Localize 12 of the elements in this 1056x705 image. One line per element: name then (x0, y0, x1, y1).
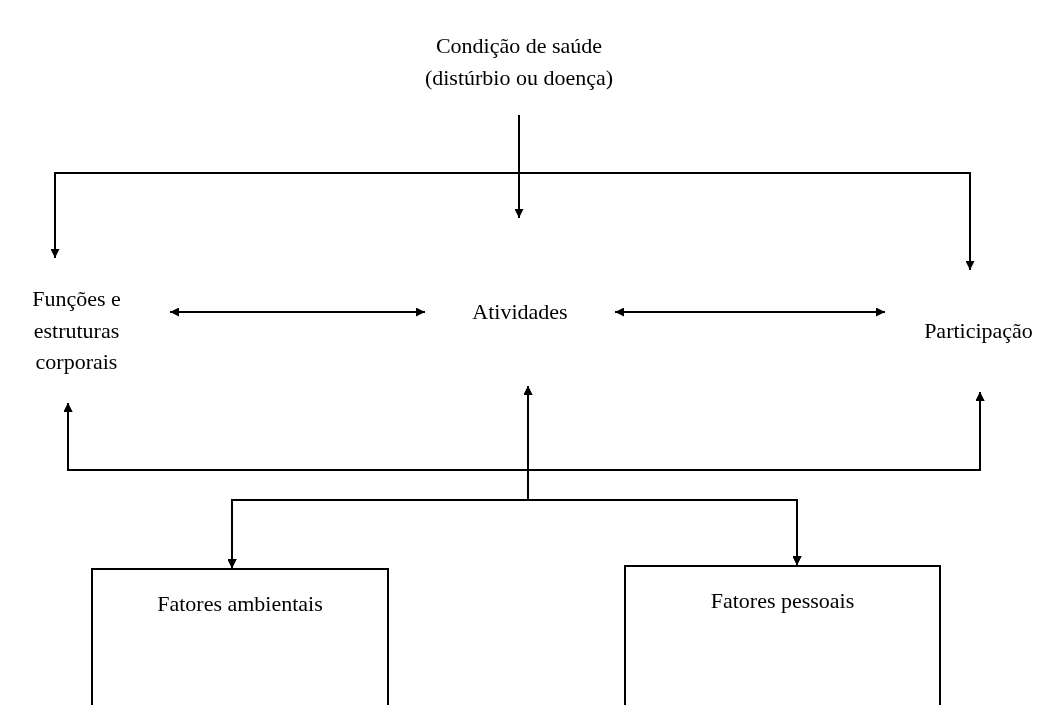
box-label: Fatores ambientais (157, 590, 323, 618)
factor-box (624, 565, 941, 705)
concept-label: Atividades (472, 298, 568, 327)
concept-label: Condição de saúde (distúrbio ou doença) (423, 31, 615, 92)
arrow (169, 307, 426, 317)
factor-box (91, 568, 389, 705)
arrow (527, 391, 985, 566)
box-label: Fatores pessoais (710, 587, 855, 615)
arrow (518, 114, 975, 271)
arrow (614, 307, 886, 317)
concept-label: Funções e estruturas corporais (31, 284, 122, 377)
concept-label: Participação (924, 317, 1033, 346)
